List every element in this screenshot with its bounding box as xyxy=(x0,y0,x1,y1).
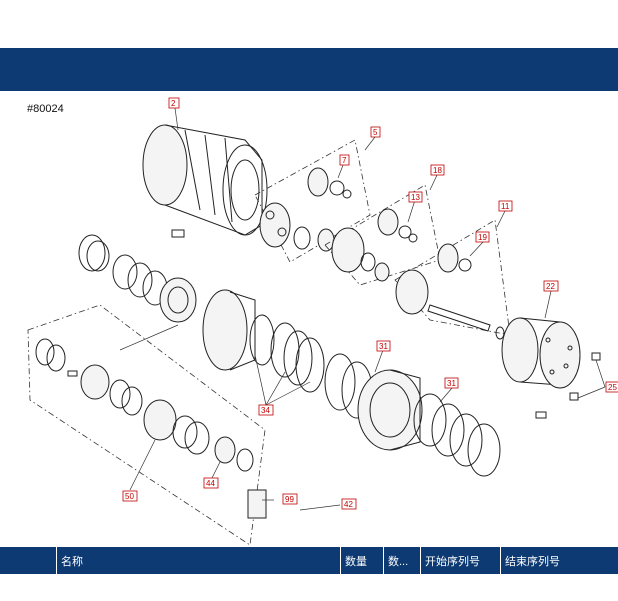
planet-carrier-5 xyxy=(254,139,371,263)
callout-22[interactable]: 22 xyxy=(543,280,559,292)
planet-carrier-18 xyxy=(324,184,441,286)
svg-text:7: 7 xyxy=(342,156,347,165)
callout-44[interactable]: 44 xyxy=(203,477,219,489)
end-cover-22 xyxy=(501,317,601,419)
svg-text:31: 31 xyxy=(447,379,456,388)
callout-34[interactable]: 34 xyxy=(258,404,274,416)
column-header-truncated[interactable]: 数... xyxy=(383,547,420,574)
column-header-end-serial[interactable]: 结束序列号 xyxy=(500,547,618,574)
callout-25[interactable]: 25 xyxy=(605,381,618,393)
svg-text:99: 99 xyxy=(285,495,294,504)
svg-text:2: 2 xyxy=(171,99,176,108)
exploded-parts-diagram: 2 5 7 18 13 11 19 22 25 31 31 34 44 50 9… xyxy=(0,91,618,546)
parts-table-header: 名称 数量 数... 开始序列号 结束序列号 xyxy=(0,547,618,574)
callout-19[interactable]: 19 xyxy=(475,231,490,243)
top-header-bar xyxy=(0,48,618,91)
svg-text:34: 34 xyxy=(261,406,270,415)
column-header-name[interactable]: 名称 xyxy=(56,547,340,574)
svg-text:44: 44 xyxy=(206,479,215,488)
diagram-id: #80024 xyxy=(27,103,64,115)
column-header-index[interactable] xyxy=(0,547,56,574)
callout-5[interactable]: 5 xyxy=(370,126,381,138)
svg-text:25: 25 xyxy=(608,383,617,392)
callout-31b[interactable]: 31 xyxy=(444,377,459,389)
callout-31a[interactable]: 31 xyxy=(376,340,391,352)
svg-text:22: 22 xyxy=(546,282,555,291)
callout-11[interactable]: 11 xyxy=(498,200,513,212)
svg-text:13: 13 xyxy=(411,193,420,202)
callout-13[interactable]: 13 xyxy=(408,191,423,203)
callout-42[interactable]: 42 xyxy=(341,498,357,510)
callout-2[interactable]: 2 xyxy=(168,97,180,109)
callout-50[interactable]: 50 xyxy=(122,490,138,502)
svg-text:11: 11 xyxy=(501,202,510,211)
housing-drawing xyxy=(142,124,268,238)
svg-text:18: 18 xyxy=(433,166,442,175)
lower-assembly-42 xyxy=(27,304,267,546)
outer-flange-31 xyxy=(357,369,501,477)
callout-7[interactable]: 7 xyxy=(339,154,350,166)
callout-99[interactable]: 99 xyxy=(282,493,298,505)
svg-text:42: 42 xyxy=(344,500,353,509)
svg-text:5: 5 xyxy=(373,128,378,137)
column-header-quantity[interactable]: 数量 xyxy=(340,547,383,574)
hub-and-seals xyxy=(202,289,373,419)
svg-text:50: 50 xyxy=(125,492,134,501)
svg-text:19: 19 xyxy=(478,233,487,242)
column-header-start-serial[interactable]: 开始序列号 xyxy=(420,547,500,574)
bearing-stack xyxy=(78,234,197,323)
svg-text:31: 31 xyxy=(379,342,388,351)
callout-18[interactable]: 18 xyxy=(430,164,445,176)
sun-shaft-11 xyxy=(394,219,511,340)
